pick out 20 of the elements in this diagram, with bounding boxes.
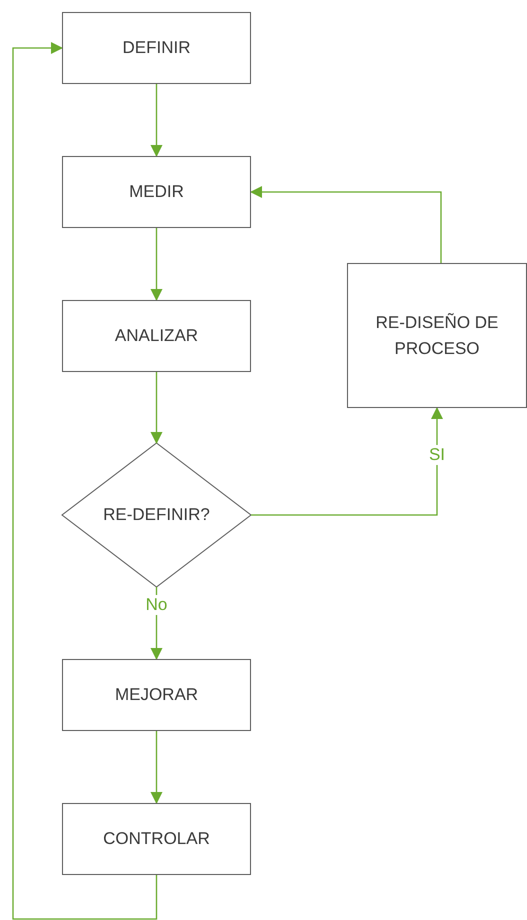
process-box: [62, 803, 251, 875]
arrow: [251, 407, 443, 516]
node-text: DEFINIR: [122, 37, 192, 60]
node-text: CONTROLAR: [102, 828, 211, 850]
process-box: [347, 263, 527, 408]
node-text: RE-DEFINIR?: [102, 504, 211, 526]
node-text: MEJORAR: [114, 684, 200, 706]
arrow: [150, 84, 162, 157]
process-box: [62, 300, 251, 372]
arrow: [250, 186, 442, 263]
process-box: [62, 156, 251, 228]
arrow: [12, 42, 158, 920]
arrow: [150, 372, 162, 444]
node-text: RE-DISEÑO DE PROCESO: [374, 312, 500, 360]
arrow: [150, 228, 162, 301]
process-box: [62, 12, 251, 84]
arrow: [150, 731, 162, 804]
node-text: ANALIZAR: [114, 325, 200, 348]
process-box: [62, 659, 251, 731]
node-text: MEDIR: [128, 181, 185, 204]
